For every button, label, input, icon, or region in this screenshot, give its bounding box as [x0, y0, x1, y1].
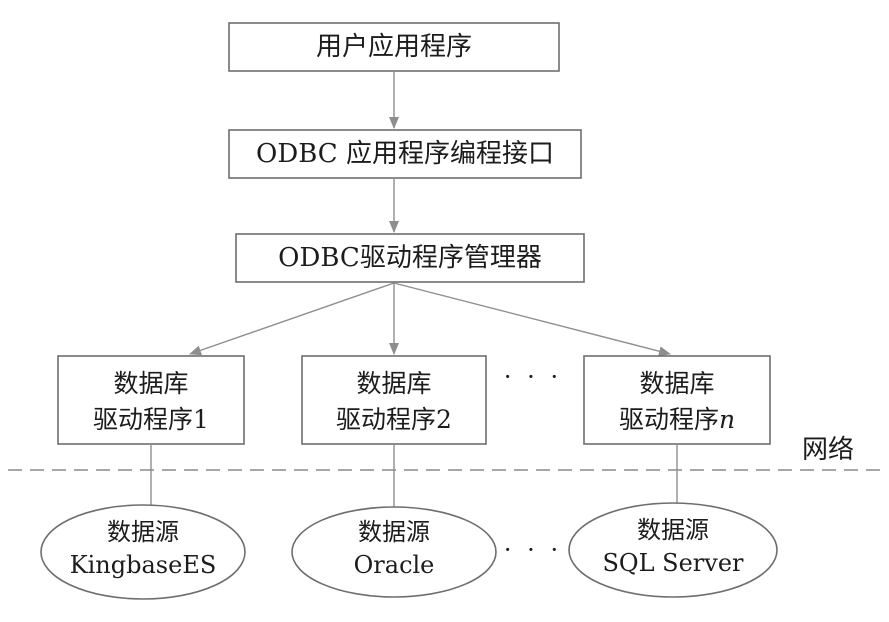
data-source-1-line2: KingbaseES — [70, 551, 217, 579]
data-source-2-line1: 数据源 — [358, 518, 430, 546]
driver-2-line2: 驱动程序2 — [336, 405, 452, 434]
driver-n-line2-prefix: 驱动程序 — [619, 405, 719, 434]
driver-1-line2: 驱动程序1 — [93, 405, 209, 434]
odbc-api-box: ODBC 应用程序编程接口 — [228, 129, 582, 179]
arrow-manager-to-driver-1 — [189, 282, 395, 356]
data-source-kingbasees: 数据源 KingbaseES — [40, 504, 246, 600]
user-application-box: 用户应用程序 — [228, 22, 560, 72]
driver-manager-label: ODBC驱动程序管理器 — [278, 243, 542, 273]
database-driver-1-box: 数据库 驱动程序1 — [57, 355, 245, 445]
driver-n-line2-suffix: n — [719, 405, 735, 434]
driver-n-line1: 数据库 — [639, 369, 714, 398]
arrow-manager-to-driver-n — [393, 282, 671, 357]
database-driver-n-box: 数据库 驱动程序n — [583, 355, 771, 445]
driver-1-line1: 数据库 — [113, 369, 188, 398]
driver-n-line2: 驱动程序n — [619, 405, 735, 434]
data-source-3-line2: SQL Server — [602, 549, 744, 577]
data-source-oracle: 数据源 Oracle — [291, 506, 497, 598]
driver-manager-box: ODBC驱动程序管理器 — [235, 233, 585, 283]
odbc-api-label: ODBC 应用程序编程接口 — [256, 139, 554, 169]
data-source-2-line2: Oracle — [354, 551, 435, 579]
data-source-1-line1: 数据源 — [107, 518, 179, 546]
network-label: 网络 — [802, 435, 854, 465]
driver-2-line1: 数据库 — [356, 369, 431, 398]
user-application-label: 用户应用程序 — [316, 32, 472, 62]
drivers-ellipsis: · · · — [504, 363, 562, 391]
sources-ellipsis: · · · — [504, 536, 562, 564]
data-source-sql-server: 数据源 SQL Server — [568, 502, 778, 598]
data-source-3-line1: 数据源 — [637, 516, 709, 544]
database-driver-2-box: 数据库 驱动程序2 — [301, 355, 487, 445]
